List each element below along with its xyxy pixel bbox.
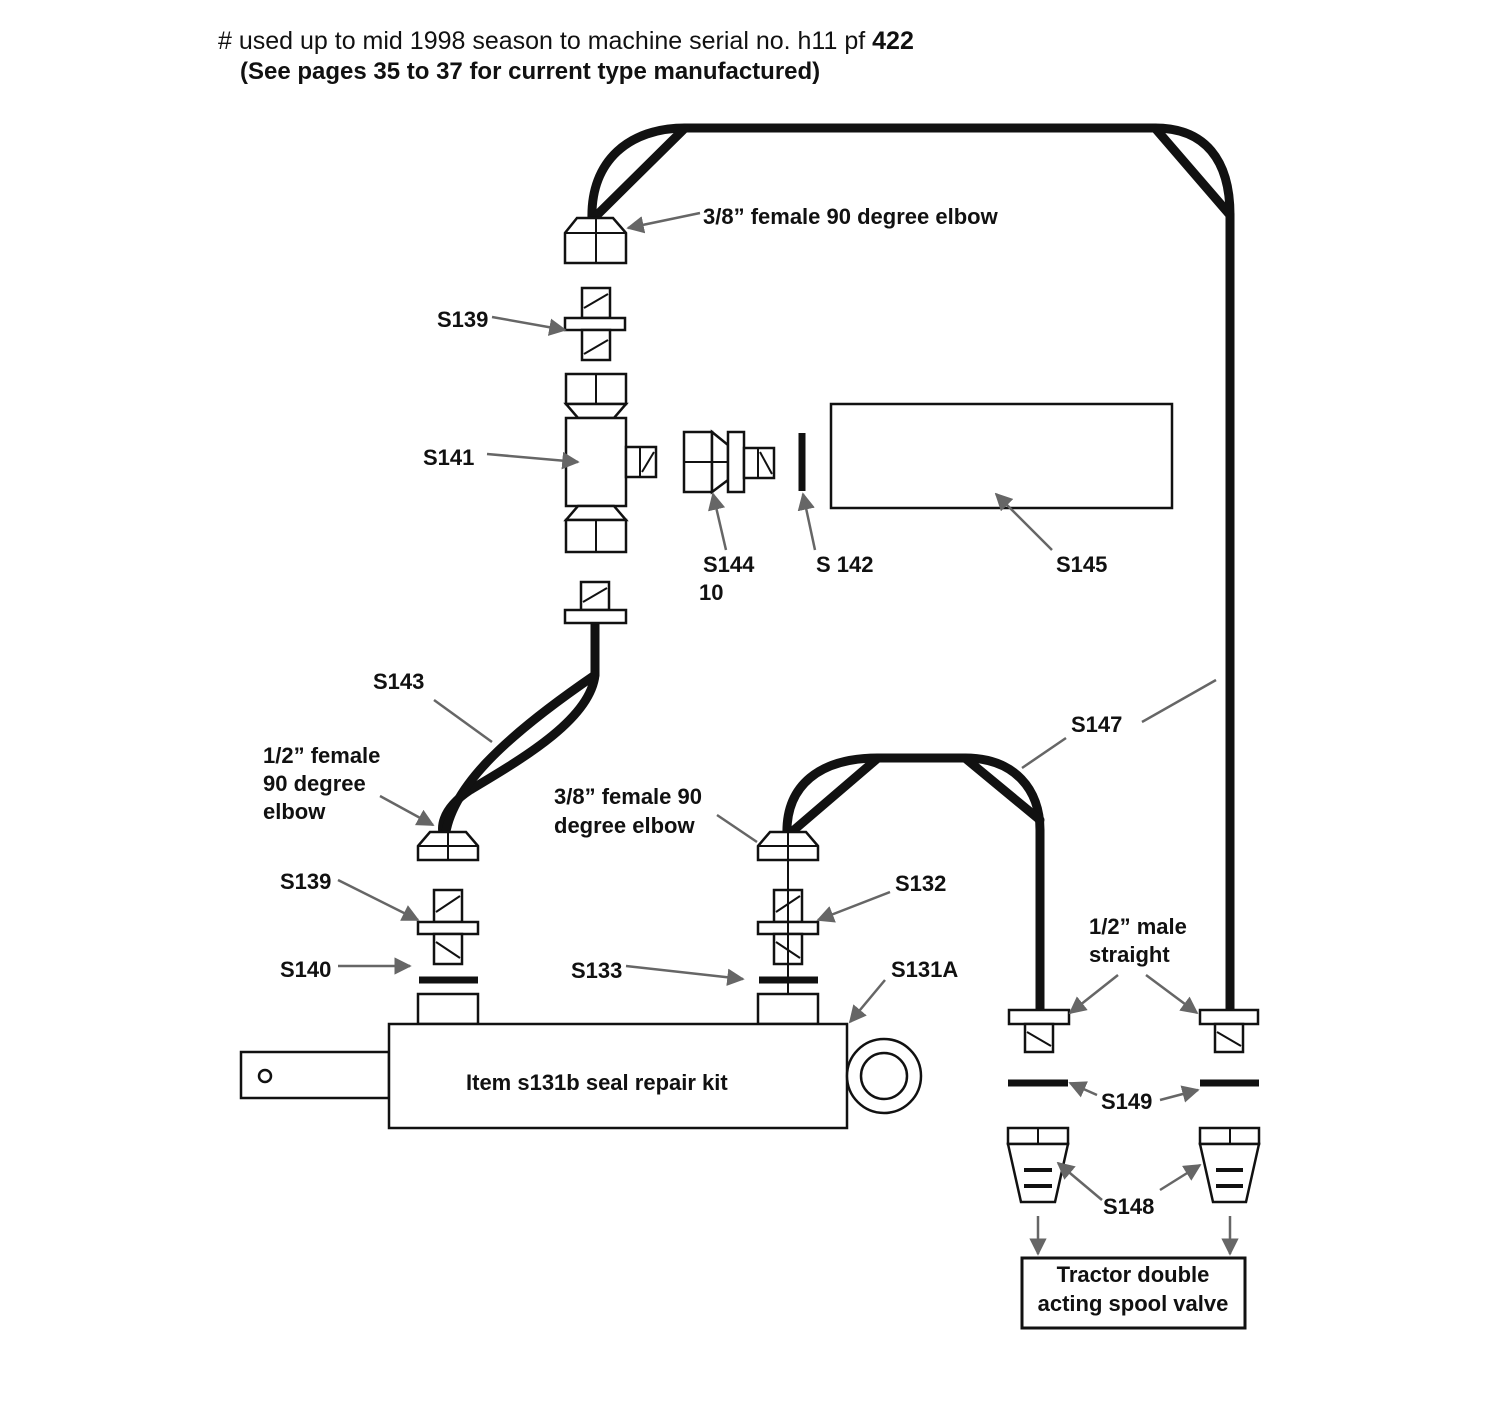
hose-s147 (782, 753, 1045, 1015)
hose-s143 (438, 617, 600, 843)
elbow-fitting-top (563, 216, 628, 265)
hose-s146-top (587, 123, 1235, 1015)
label-s143: S143 (373, 669, 424, 694)
label-s148: S148 (1103, 1194, 1154, 1219)
label-elbow-top: 3/8” female 90 degree elbow (703, 204, 999, 229)
label-elbow-mid-1: 3/8” female 90 (554, 784, 702, 809)
coupling-s148-left (1006, 1126, 1070, 1204)
label-s141: S141 (423, 445, 474, 470)
label-elbow-left-1: 1/2” female (263, 743, 380, 768)
label-s139-top: S139 (437, 307, 488, 332)
label-s133: S133 (571, 958, 622, 983)
label-s139-bottom: S139 (280, 869, 331, 894)
label-s142: S 142 (816, 552, 874, 577)
fitting-s144 (682, 429, 776, 495)
label-tractor-1: Tractor double (1057, 1262, 1210, 1287)
adaptor-s139-top (563, 286, 627, 362)
label-s132: S132 (895, 871, 946, 896)
elbow-fitting-middle (756, 830, 820, 862)
label-male-straight-2: straight (1089, 942, 1170, 967)
male-straight-left (1007, 1008, 1071, 1054)
label-s147: S147 (1071, 712, 1122, 737)
header-note: # used up to mid 1998 season to machine … (218, 26, 1318, 56)
coupling-s148-right (1198, 1126, 1261, 1204)
elbow-fitting-left (416, 830, 480, 862)
gauge-s145 (829, 402, 1174, 510)
male-straight-right (1198, 1008, 1260, 1054)
tee-fitting-s141 (563, 372, 658, 554)
header-note-text: # used up to mid 1998 season to machine … (218, 27, 873, 55)
adaptor-lower-s143 (563, 580, 628, 625)
label-s149: S149 (1101, 1089, 1152, 1114)
label-s144: S144 (703, 552, 755, 577)
header-serial-number: 422 (872, 27, 914, 55)
label-elbow-mid-2: degree elbow (554, 813, 695, 838)
label-tractor-2: acting spool valve (1038, 1291, 1229, 1316)
label-s140: S140 (280, 957, 331, 982)
label-s144-qty: 10 (699, 580, 723, 605)
leader-lines (337, 211, 1239, 1256)
page-header: # used up to mid 1998 season to machine … (218, 26, 1318, 88)
label-elbow-left-3: elbow (263, 799, 326, 824)
hydraulic-cylinder-s131a (239, 992, 923, 1130)
tractor-spool-valve-box (1020, 1256, 1247, 1330)
label-cylinder: Item s131b seal repair kit (466, 1070, 728, 1095)
label-male-straight-1: 1/2” male (1089, 914, 1187, 939)
header-reference: (See pages 35 to 37 for current type man… (240, 58, 821, 85)
label-elbow-left-2: 90 degree (263, 771, 366, 796)
label-s145: S145 (1056, 552, 1107, 577)
label-s131a: S131A (891, 957, 958, 982)
adaptor-s139-bottom (416, 888, 480, 966)
